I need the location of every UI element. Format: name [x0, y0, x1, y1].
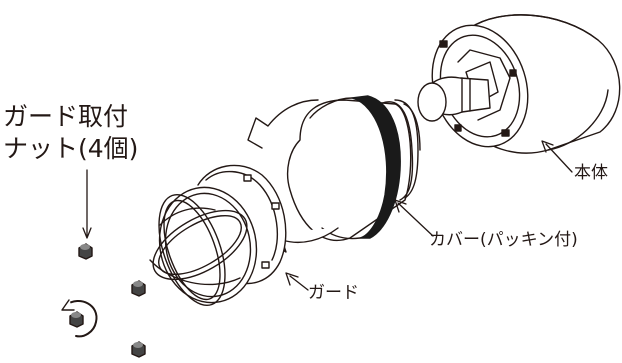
guard-nut-2: [131, 280, 146, 297]
guard-nut-3: [61, 299, 98, 338]
guard-label: ガード: [308, 283, 359, 303]
body-label: 本体: [574, 163, 608, 183]
guard-nut-label-line2: ナット(4個): [3, 134, 139, 163]
guard-nut-label-line1: ガード取付: [3, 102, 129, 131]
guard-nut-1: [78, 243, 93, 260]
cover-globe: [286, 95, 421, 241]
cover-label: カバー(パッキン付): [429, 230, 578, 250]
guard-cage: [149, 164, 287, 307]
leader-arrow-icon: [82, 140, 573, 291]
body-housing: [417, 14, 621, 154]
guard-nut-4: [131, 341, 146, 358]
